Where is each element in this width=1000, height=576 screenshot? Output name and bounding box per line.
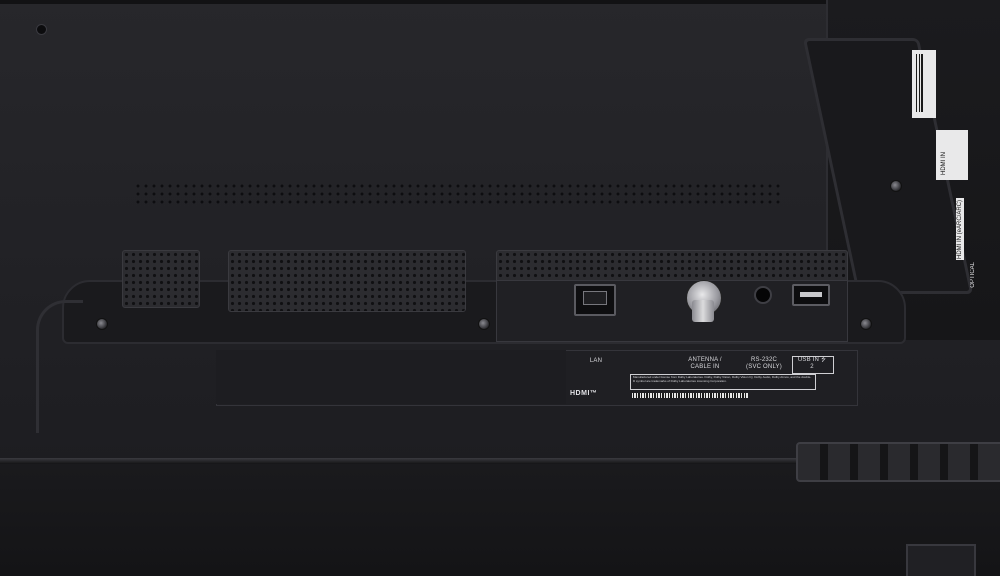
lan-port[interactable] [574,284,616,316]
antenna-port-stem[interactable] [692,300,714,322]
antenna-label-line1: ANTENNA / [688,357,722,363]
left-stand-rail [36,300,83,433]
lower-back-cover [0,464,1000,576]
dolby-notice: Manufactured under license from Dolby La… [633,375,812,383]
rs232c-label-line1: RS-232C [750,357,778,363]
heat-sink-block-2 [228,250,466,312]
hdmi-logo: HDMI™ [570,390,598,397]
serial-sticker [912,50,936,118]
hdmi-in-label: HDMI IN [940,134,948,176]
mounting-hole [36,24,47,35]
dolby-notice-box [630,374,816,390]
panel-screw [478,318,490,330]
usb-number: 2 [810,364,814,370]
stand-foot [906,544,976,576]
hdmi-arc-label: HDMI IN (eARC/ARC) [956,198,964,260]
optical-label: OPTICAL [970,262,976,288]
ventilation-grille [134,182,782,208]
usb-label-text: USB IN [797,357,820,363]
connector-housing-face [496,280,848,342]
top-edge [0,0,1000,4]
usb-port[interactable] [792,284,830,306]
lan-label: LAN [589,358,603,364]
antenna-label-line2: CABLE IN [690,364,720,370]
heat-sink-block-1 [122,250,200,308]
rs232c-label-line2: (SVC ONLY) [746,364,782,370]
usb-label: USB IN ⭍ [794,357,830,364]
panel-seam [0,458,1000,464]
barcode-strip [632,393,748,398]
bracket-screw [890,180,902,192]
panel-screw [96,318,108,330]
left-label-area [216,350,566,404]
rs232c-jack[interactable] [754,286,772,304]
usb-symbol-icon: ⭍ [820,357,827,363]
cable-clip [796,442,1000,482]
usb-label-box [792,356,834,374]
panel-screw [860,318,872,330]
